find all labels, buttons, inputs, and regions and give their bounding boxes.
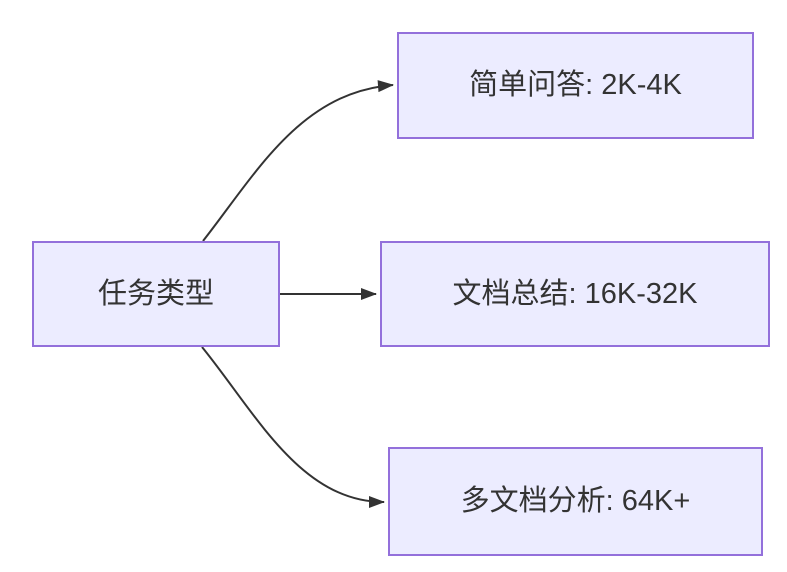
node-doc-summary-label: 文档总结: 16K-32K <box>452 277 698 310</box>
node-task-type: 任务类型 <box>32 241 280 347</box>
edge-task-to-simple-qa <box>202 80 394 242</box>
node-doc-summary: 文档总结: 16K-32K <box>380 241 770 347</box>
edge-task-to-multi-doc <box>201 346 385 508</box>
node-task-type-label: 任务类型 <box>97 277 214 310</box>
node-multi-doc-label: 多文档分析: 64K+ <box>460 485 691 518</box>
node-simple-qa: 简单问答: 2K-4K <box>397 32 754 139</box>
node-simple-qa-label: 简单问答: 2K-4K <box>469 69 682 102</box>
node-multi-doc: 多文档分析: 64K+ <box>388 447 763 556</box>
